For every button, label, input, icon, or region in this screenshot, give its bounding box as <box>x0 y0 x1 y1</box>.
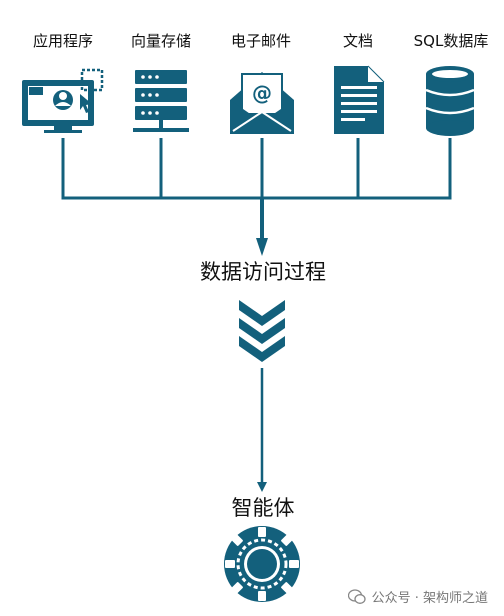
application-monitor-icon <box>22 68 104 133</box>
email-envelope-icon: @ <box>230 72 294 134</box>
source-label-sql-database: SQL数据库 <box>413 32 489 50</box>
process-label: 数据访问过程 <box>200 260 326 284</box>
watermark: 公众号 · 架构师之道 <box>347 587 488 606</box>
watermark-text: 公众号 · 架构师之道 <box>371 591 488 606</box>
wechat-icon <box>347 588 366 604</box>
source-label-document: 文档 <box>342 32 374 50</box>
vector-storage-server-icon <box>133 70 189 132</box>
merge-arrow <box>256 198 268 256</box>
agent-ai-chip-icon <box>224 526 300 602</box>
agent-arrow <box>257 368 267 492</box>
source-label-application: 应用程序 <box>32 32 94 50</box>
sql-database-icon <box>425 66 475 136</box>
connector-lines <box>61 138 452 200</box>
source-label-vector-storage: 向量存储 <box>130 32 192 50</box>
svg-text:@: @ <box>252 81 272 105</box>
chevron-down-icon <box>239 300 285 362</box>
source-label-email: 电子邮件 <box>230 32 292 50</box>
target-label: 智能体 <box>231 496 295 520</box>
document-icon <box>334 65 385 134</box>
